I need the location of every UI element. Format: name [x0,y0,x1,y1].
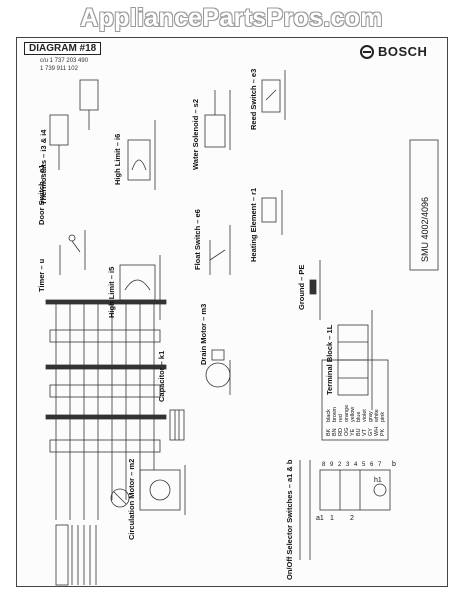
label-heating-element: Heating Element – r1 [249,188,258,262]
legend-code: VT [362,428,368,436]
high-limit-i5-symbol [119,255,161,320]
drain-motor-symbol [205,349,231,395]
model-code-box [409,139,439,271]
legend-name: gray [368,411,374,422]
ground-symbol [309,260,321,320]
label-high-limit-i6: High Limit – i6 [113,134,122,185]
legend-code: OG [344,427,350,436]
lead-label: 4 [354,462,358,468]
legend-code: BU [356,428,362,436]
label-reed-switch: Reed Switch – e3 [249,69,258,130]
lead-label: 6 [370,462,374,468]
timer-block [45,299,167,520]
diagram-title: DIAGRAM #18 [24,42,102,55]
lead-label: 3 [346,462,350,468]
label-water-solenoid: Water Solenoid – s2 [191,99,200,170]
legend-code: YE [350,428,356,436]
label-capacitor: Capacitor – k1 [157,351,166,402]
selector-label: a1 [316,515,324,522]
door-switch-symbol [59,230,86,275]
heating-element-symbol [261,190,283,235]
capacitor-symbol [169,409,185,441]
label-ground: Ground – PE [297,265,306,310]
lead-bundle [55,524,97,586]
lead-label: 8 [322,462,326,468]
selector-label: h1 [374,477,382,484]
legend-name: black [326,409,332,422]
bosch-logo-icon [360,44,374,59]
legend-name: yellow [350,407,356,422]
thermostats-symbol [49,79,99,170]
diagram-sheet [16,37,448,587]
label-selector-switches: On/Off Selector Switches – a1 & b [285,459,294,580]
legend-code: BK [326,428,332,436]
lead-label: 7 [378,462,382,468]
lead-label: 5 [362,462,366,468]
legend-code: RD [338,428,344,436]
label-terminal-block: Terminal Block – 1L [325,324,334,395]
legend-name: pink [380,412,386,422]
water-solenoid-symbol [204,90,231,150]
part-code-1: c/u 1 737 203 490 [40,58,89,64]
legend-name: red [338,414,344,422]
lead-label: 9 [330,462,334,468]
float-switch-symbol [209,225,231,275]
lead-label: 2 [338,462,342,468]
selector-label: b [392,461,396,468]
label-drain-motor: Drain Motor – m3 [199,304,208,365]
legend-name: blue [356,412,362,422]
legend-box [321,359,389,441]
circulation-motor-symbol [139,465,186,515]
selector-switch-symbol [299,460,391,560]
legend-code: GY [368,428,374,436]
label-circulation-motor: Circulation Motor – m2 [127,459,136,540]
model-code: SMU 4002/4096 [420,197,430,262]
high-limit-i6-symbol [127,120,156,190]
label-float-switch: Float Switch – e6 [193,209,202,270]
label-door-switch: Door Switch – e1 [37,165,46,225]
legend-code: BN [332,428,338,436]
part-code-2: 1 739 911 102 [40,66,78,72]
watermark-text: AppliancePartsPros.com [80,3,383,32]
legend-name: orange [344,405,350,422]
selector-label: 1 [330,515,334,522]
legend-code: WH [374,427,380,436]
label-timer: Timer – u [37,258,46,292]
brand-name: BOSCH [378,44,428,59]
selector-labels: a1 b h1 1 2 [316,461,396,522]
selector-label: 2 [350,515,354,522]
reed-switch-symbol [261,70,286,120]
legend-name: brown [332,407,338,422]
legend-name: violet [362,409,368,422]
legend-code: PK [380,428,386,436]
legend-name: white [374,409,380,423]
label-thermostats: Thermostats – i3 & i4 [39,129,48,205]
label-high-limit-i5: High Limit – i5 [107,267,116,318]
brand-block: BOSCH [360,44,427,59]
